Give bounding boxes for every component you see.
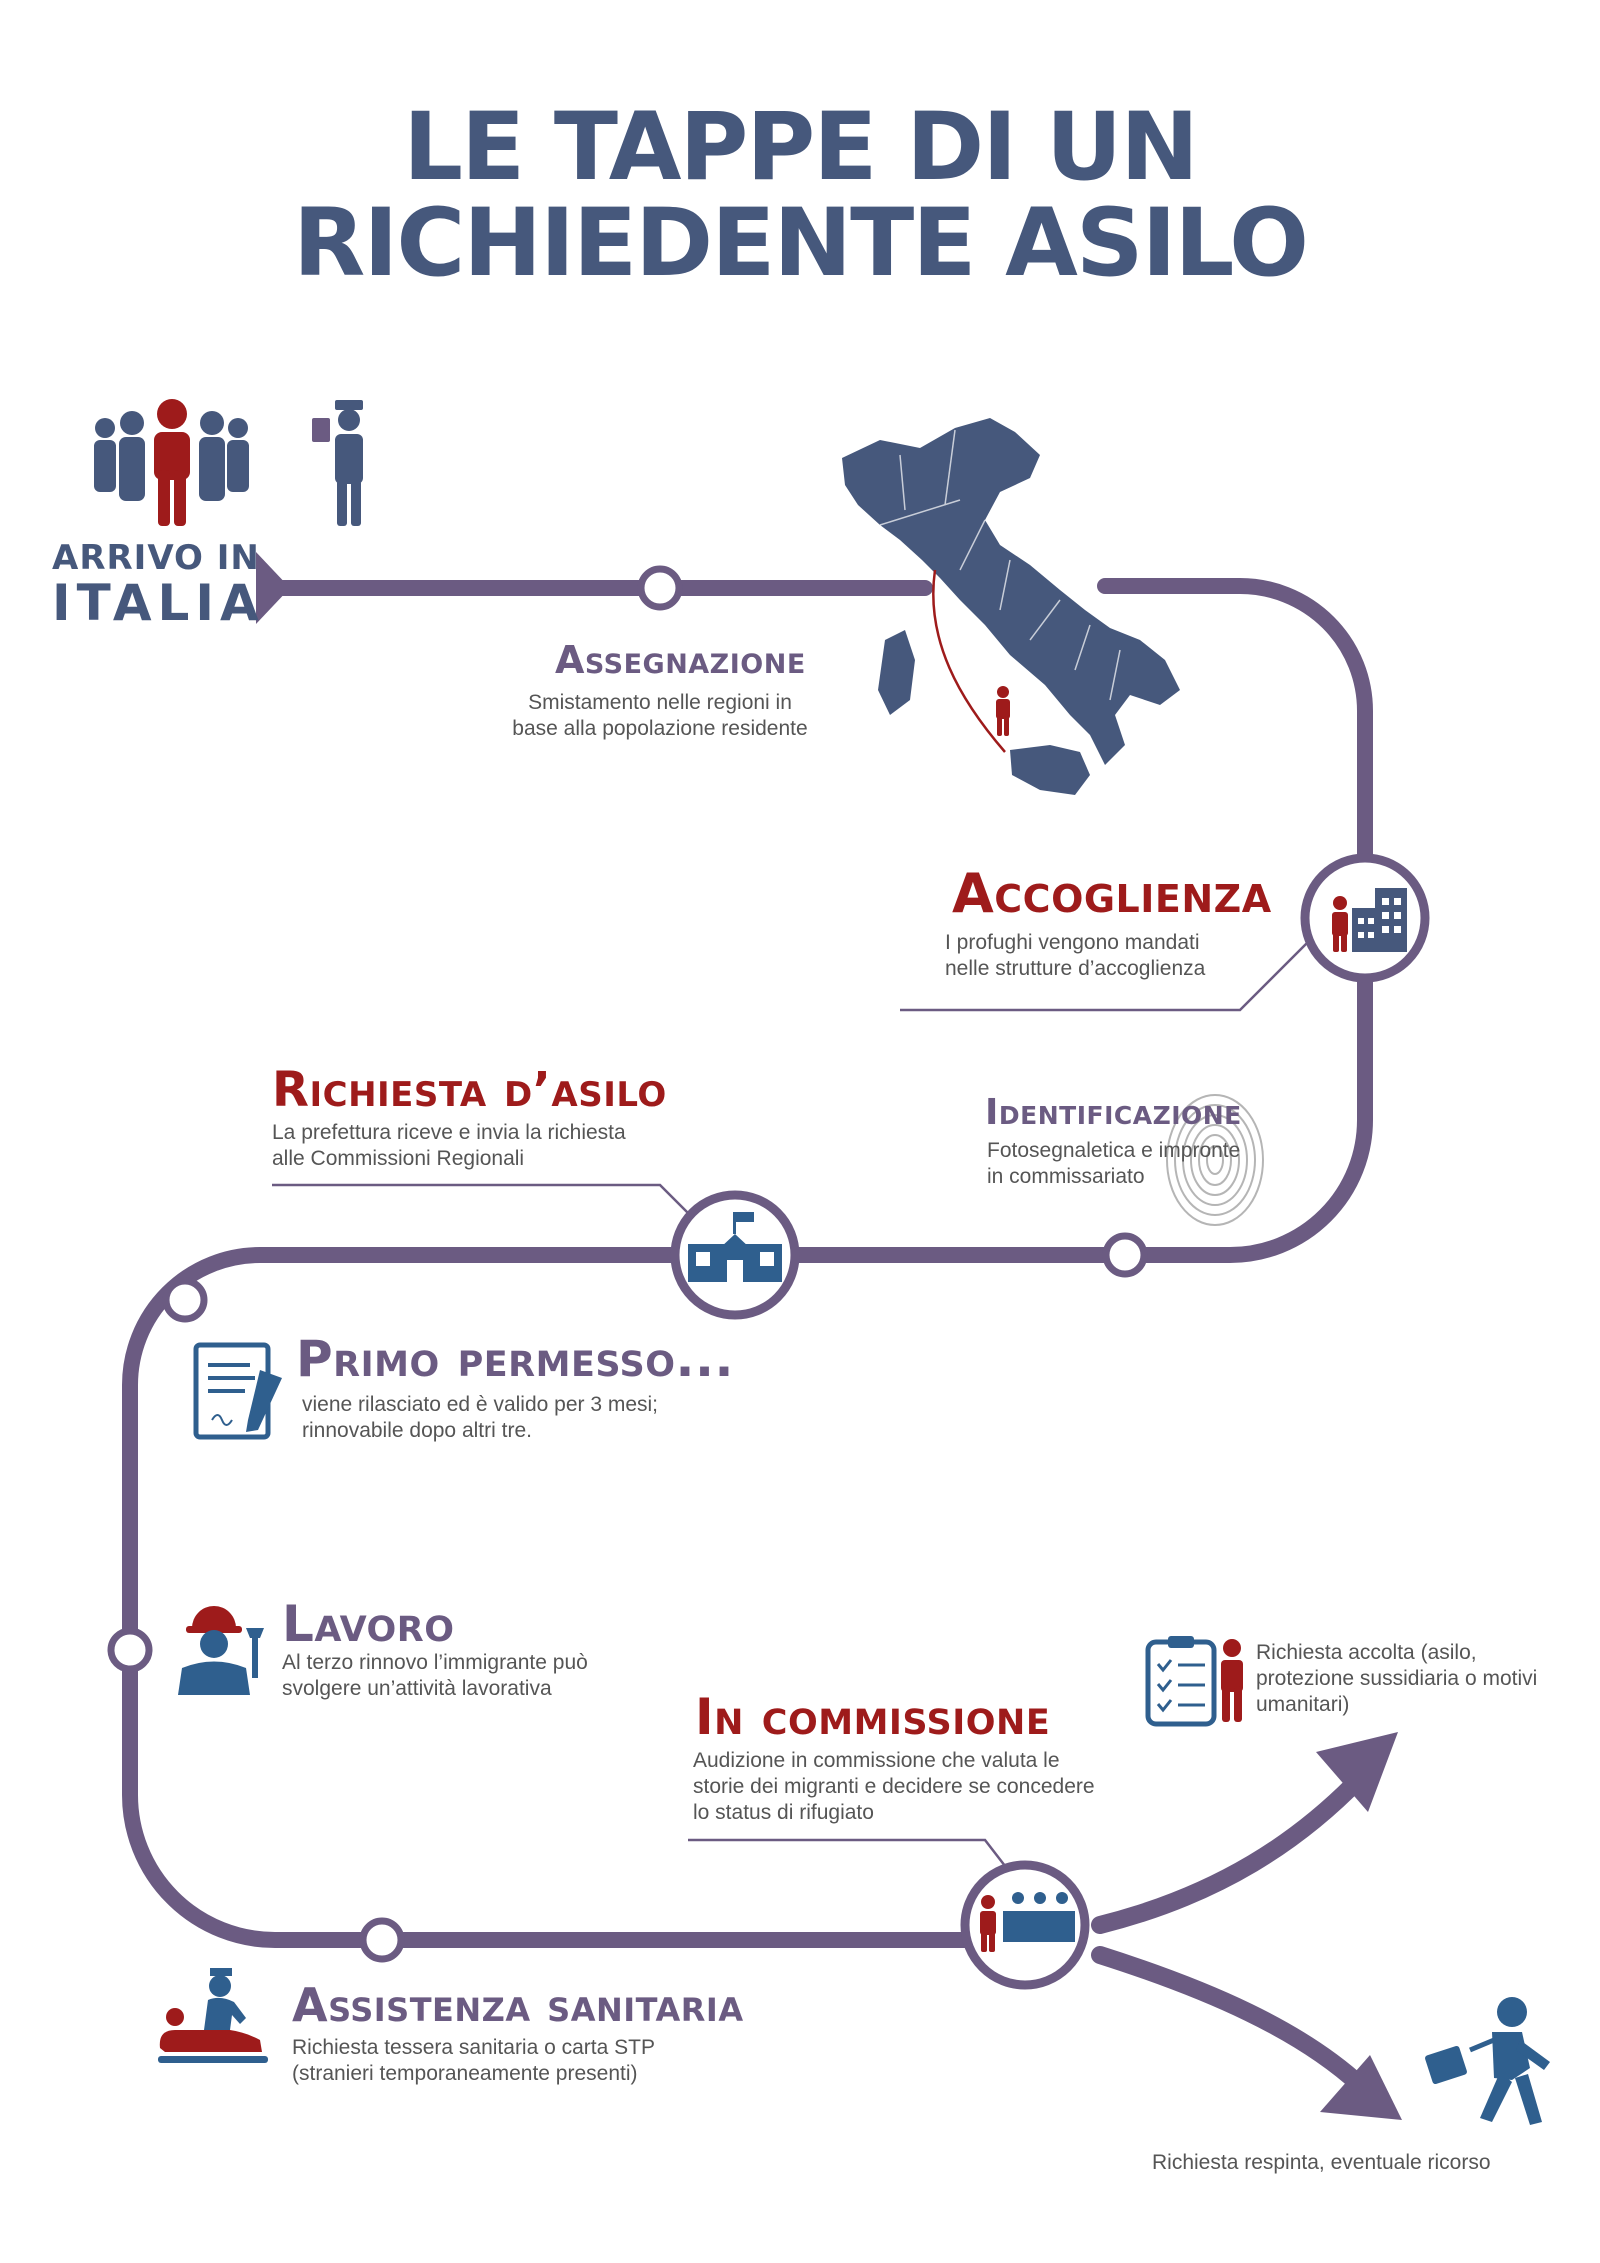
reception-buildings-icon [1332,888,1407,952]
signed-document-icon [193,1342,282,1440]
title-line-2: RICHIEDENTE ASILO [292,189,1309,298]
medical-care-icon [158,1968,268,2063]
waypoint-primo-permesso [162,1277,208,1323]
step-richiesta-desc: La prefettura riceve e invia la richiest… [272,1121,626,1170]
step-accoglienza-desc: I profughi vengono mandati nelle struttu… [945,931,1206,980]
accepted-branch [1091,1769,1369,1934]
journey-path [122,578,1373,1948]
checklist-icon [1145,1636,1243,1727]
leader-lines [272,934,1316,1876]
step-assegnazione-title: Assegnazione [555,638,806,682]
start-label-line-1: ARRIVO IN [52,538,260,578]
step-richiesta-title: Richiesta d’asilo [272,1062,667,1118]
step-commissione-title: In commissione [695,1688,1051,1746]
commission-panel-icon [980,1892,1075,1952]
step-assegnazione-desc: Smistamento nelle regioni in base alla p… [512,691,808,740]
worker-icon [178,1606,264,1695]
outcome-rejected-desc: Richiesta respinta, eventuale ricorso [1152,2151,1491,2174]
waypoints [107,565,1148,1963]
waypoint-lavoro [107,1627,153,1673]
accepted-arrowhead [1316,1732,1398,1812]
step-identificazione-desc: Fotosegnaletica e impronte in commissari… [987,1139,1241,1188]
step-sanitaria-title: Assistenza sanitaria [292,1978,744,2032]
step-lavoro-title: Lavoro [282,1595,455,1653]
step-identificazione-title: Identificazione [985,1092,1242,1133]
leaving-businessman-icon [1425,1997,1550,2125]
police-officer-icon [312,400,363,526]
step-primo-title: Primo permesso... [296,1330,734,1388]
step-primo-desc: viene rilasciato ed è valido per 3 mesi;… [302,1393,659,1442]
step-sanitaria-desc: Richiesta tessera sanitaria o carta STP … [292,2036,655,2085]
start-label: ARRIVO IN ITALIA [52,540,265,630]
title-line-1: LE TAPPE DI UN [403,93,1199,202]
rejected-arrowhead [1320,2055,1402,2120]
step-lavoro-desc: Al terzo rinnovo l’immigrante può svolge… [282,1651,588,1700]
group-of-people-icon [94,399,249,526]
waypoint-identificazione [1102,1232,1148,1278]
start-arrowhead [256,552,290,624]
rejected-branch [1091,1946,1369,2094]
step-commissione-desc: Audizione in commissione che valuta le s… [693,1749,1095,1824]
fingerprint-icon [1166,1094,1264,1226]
italy-map-icon [842,418,1180,795]
outcome-accepted-desc: Richiesta accolta (asilo, protezione sus… [1256,1641,1538,1716]
prefecture-building-icon [688,1212,782,1282]
waypoint-assegnazione [637,565,683,611]
page-title: LE TAPPE DI UN RICHIEDENTE ASILO [0,100,1600,292]
start-label-line-2: ITALIA [52,574,265,632]
step-accoglienza-title: Accoglienza [952,862,1272,925]
waypoint-sanitaria [359,1917,405,1963]
